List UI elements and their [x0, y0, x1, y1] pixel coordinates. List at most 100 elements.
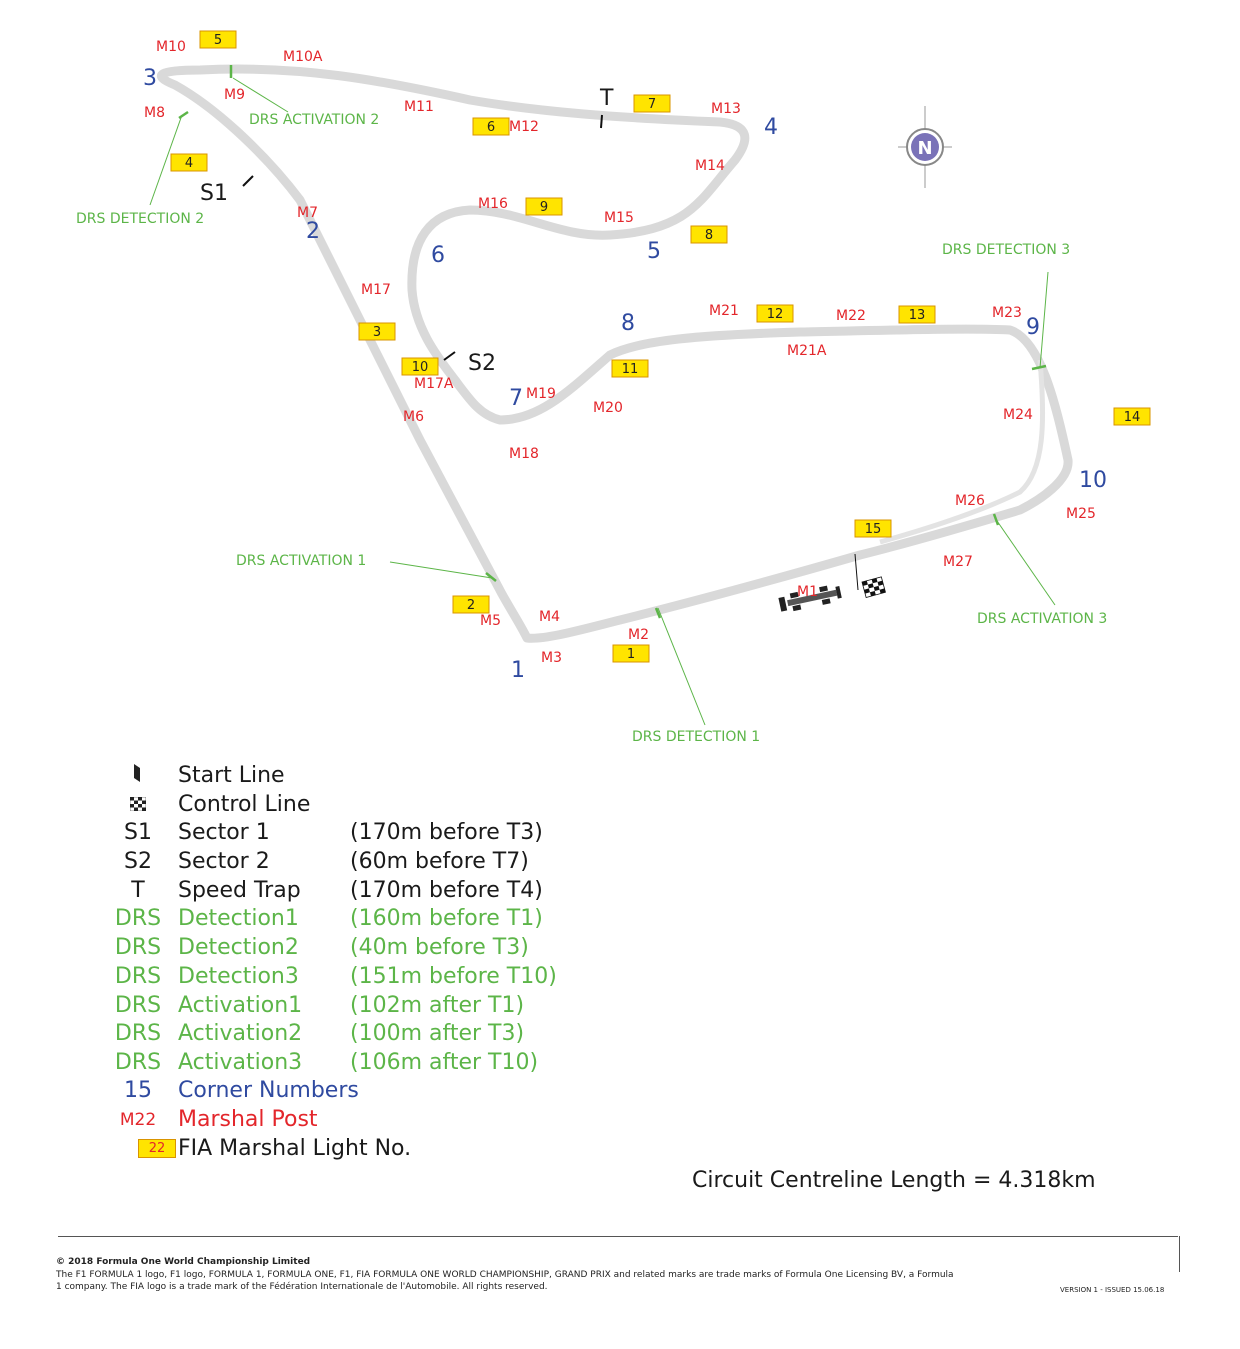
marshal-light: 13: [898, 305, 936, 324]
legend-symbol: DRS: [114, 906, 162, 931]
marshal-light: 10: [401, 357, 439, 376]
legend-name: Sector 1: [178, 820, 270, 845]
legend-note: (160m before T1): [350, 906, 543, 931]
corner-number: 2: [306, 219, 320, 244]
svg-text:9: 9: [540, 200, 548, 215]
legend-note: (151m before T10): [350, 964, 557, 989]
svg-text:15: 15: [865, 522, 882, 537]
marshal-light: 15: [854, 519, 892, 538]
legend-name: Detection3: [178, 964, 299, 989]
marshal-post: M9: [224, 87, 245, 103]
chequered-flag-icon: [861, 576, 886, 598]
marshal-light: 12: [756, 304, 794, 323]
marshal-post: M18: [509, 446, 539, 462]
marshal-post: M26: [955, 493, 985, 509]
legend-name: FIA Marshal Light No.: [178, 1136, 412, 1161]
circuit-map: N S1 S2 T DRS DETECTION 1 DRS DETECTION …: [76, 30, 1151, 745]
marshal-post: M17: [361, 282, 391, 298]
legend-note: (100m after T3): [350, 1021, 525, 1046]
svg-text:1: 1: [627, 647, 635, 662]
start-line-icon: [112, 762, 164, 792]
corner-number: 1: [511, 658, 525, 683]
marshal-light-box: 22: [138, 1139, 176, 1158]
marshal-post: M11: [404, 99, 434, 115]
s2-label: S2: [468, 351, 496, 376]
legend-row: DRS Detection2 (40m before T3): [112, 934, 712, 962]
legend-note: (106m after T10): [350, 1050, 539, 1075]
legend-symbol: 15: [124, 1078, 152, 1103]
legend-row: 22 FIA Marshal Light No.: [112, 1135, 712, 1163]
legend-name: Detection1: [178, 906, 299, 931]
svg-text:14: 14: [1124, 410, 1141, 425]
marshal-post: M15: [604, 210, 634, 226]
svg-text:6: 6: [487, 120, 495, 135]
legend-note: (60m before T7): [350, 849, 529, 874]
legend-row: DRS Detection3 (151m before T10): [112, 963, 712, 991]
marshal-post: M25: [1066, 506, 1096, 522]
corner-number: 3: [143, 66, 157, 91]
legend-name: Speed Trap: [178, 878, 301, 903]
legend-symbol: M22: [119, 1110, 157, 1130]
t-label: T: [599, 86, 614, 111]
drs-activation-2-label: DRS ACTIVATION 2: [249, 112, 379, 128]
svg-text:4: 4: [185, 156, 193, 171]
corner-number: 7: [509, 386, 523, 411]
version-label: VERSION 1 - ISSUED 15.06.18: [1060, 1286, 1165, 1294]
legend-symbol: T: [131, 878, 145, 903]
corner-number: 6: [431, 243, 445, 268]
legend-name: Detection2: [178, 935, 299, 960]
legend-row: DRS Activation3 (106m after T10): [112, 1049, 712, 1077]
speed-trap-line: [600, 114, 603, 129]
drs-activation-1-label: DRS ACTIVATION 1: [236, 553, 366, 569]
legend-symbol: DRS: [114, 964, 162, 989]
marshal-post: M17A: [414, 376, 454, 392]
legend-name: Activation1: [178, 993, 303, 1018]
svg-text:7: 7: [648, 97, 656, 112]
legend-name: Activation3: [178, 1050, 303, 1075]
footer-divider-vertical: [1179, 1236, 1180, 1272]
legend-symbol: DRS: [114, 1021, 162, 1046]
svg-text:8: 8: [705, 228, 713, 243]
marshal-post: M21A: [787, 343, 827, 359]
marshal-post: M2: [628, 627, 649, 643]
legend-note: (40m before T3): [350, 935, 529, 960]
marshal-post: M10A: [283, 49, 323, 65]
marshal-post: M6: [403, 409, 424, 425]
s1-label: S1: [200, 181, 228, 206]
legend-row: 15 Corner Numbers: [112, 1077, 712, 1105]
pit-lane: [879, 359, 1046, 545]
compass-letter: N: [917, 138, 932, 159]
copyright: © 2018 Formula One World Championship Li…: [56, 1257, 311, 1267]
svg-text:13: 13: [909, 308, 926, 323]
marshal-post: M24: [1003, 407, 1033, 423]
f1-car-icon: [778, 585, 842, 612]
marshal-light: 4: [170, 153, 208, 172]
marshal-post: M22: [836, 308, 866, 324]
marshal-light: 5: [199, 30, 237, 49]
legend-symbol: S1: [124, 820, 152, 845]
legend-row: DRS Activation2 (100m after T3): [112, 1020, 712, 1048]
legend-row-start-line: Start Line: [112, 762, 712, 790]
marshal-light: 8: [690, 225, 728, 244]
legend-note: (170m before T4): [350, 878, 543, 903]
svg-text:3: 3: [373, 325, 381, 340]
legend-symbol: DRS: [114, 935, 162, 960]
footer-divider: [58, 1236, 1178, 1237]
svg-text:12: 12: [767, 307, 784, 322]
marshal-light: 1: [612, 644, 650, 663]
marshal-light: 7: [633, 94, 671, 113]
legend-note: (170m before T3): [350, 820, 543, 845]
marshal-post: M7: [297, 205, 318, 221]
legend-name: Corner Numbers: [178, 1078, 359, 1103]
compass-icon: N: [898, 106, 952, 188]
marshal-post: M4: [539, 609, 560, 625]
legend-row: M22 Marshal Post: [112, 1106, 712, 1134]
legend-row-control-line: Control Line: [112, 791, 712, 819]
drs-detection-3-label: DRS DETECTION 3: [942, 242, 1070, 258]
marshal-post: M27: [943, 554, 973, 570]
legend-row: T Speed Trap (170m before T4): [112, 877, 712, 905]
marshal-post: M20: [593, 400, 623, 416]
drs-detection-1-label: DRS DETECTION 1: [632, 729, 760, 745]
corner-number: 4: [764, 115, 778, 140]
legend-name: Start Line: [178, 763, 285, 788]
